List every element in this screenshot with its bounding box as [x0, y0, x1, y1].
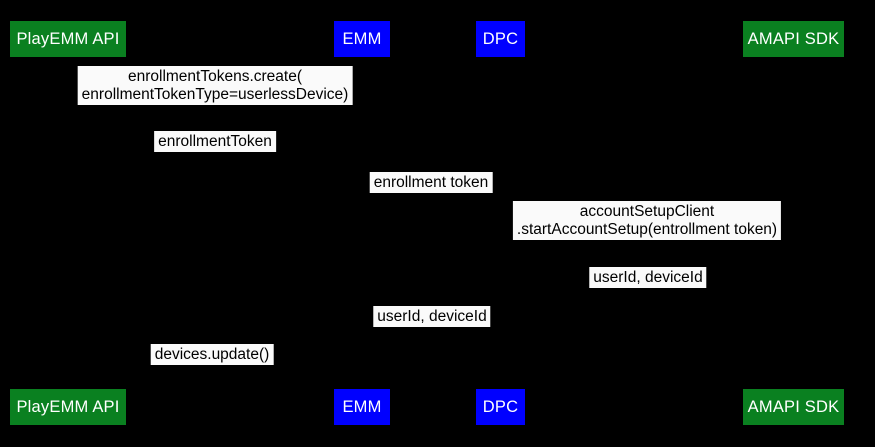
message-line: enrollmentTokens.create(: [127, 67, 303, 85]
actor-box-amapi-sdk-top: AMAPI SDK: [743, 21, 844, 57]
actor-box-playemm-api-top: PlayEMM API: [10, 21, 126, 57]
actor-label-emm-top: EMM: [342, 29, 382, 48]
actor-box-amapi-sdk-bottom: AMAPI SDK: [743, 389, 844, 425]
actor-label-playemm-api-bottom: PlayEMM API: [16, 397, 120, 416]
message-line: enrollmentToken: [158, 132, 272, 150]
actor-label-dpc-top: DPC: [482, 29, 519, 48]
actor-box-dpc-bottom: DPC: [476, 389, 525, 425]
actor-label-dpc-bottom: DPC: [482, 397, 519, 416]
actor-box-emm-top: EMM: [334, 21, 390, 57]
message-label-start-account-setup: accountSetupClient.startAccountSetup(ent…: [512, 201, 782, 240]
message-line: devices.update(): [154, 345, 270, 363]
message-label-enrollment-token-return: enrollmentToken: [154, 131, 276, 152]
actor-label-amapi-sdk-bottom: AMAPI SDK: [747, 397, 840, 416]
actor-box-playemm-api-bottom: PlayEMM API: [10, 389, 126, 425]
message-line: enrollmentTokenType=userlessDevice): [81, 85, 349, 103]
actor-label-emm-bottom: EMM: [342, 397, 382, 416]
message-label-devices-update: devices.update(): [150, 344, 274, 365]
actor-box-dpc-top: DPC: [476, 21, 525, 57]
actor-label-playemm-api-top: PlayEMM API: [16, 29, 120, 48]
message-line: .startAccountSetup(entrollment token): [516, 220, 778, 238]
message-line: enrollment token: [373, 173, 489, 191]
message-line: accountSetupClient: [579, 202, 715, 220]
message-label-userid-deviceid-emm: userId, deviceId: [373, 306, 491, 327]
message-label-enrollment-tokens-create: enrollmentTokens.create(enrollmentTokenT…: [77, 66, 353, 105]
actor-box-emm-bottom: EMM: [334, 389, 390, 425]
message-label-enrollment-token-pass: enrollment token: [369, 172, 493, 193]
message-line: userId, deviceId: [377, 307, 487, 325]
message-label-userid-deviceid-sdk: userId, deviceId: [589, 267, 707, 288]
message-line: userId, deviceId: [593, 268, 703, 286]
actor-label-amapi-sdk-top: AMAPI SDK: [747, 29, 840, 48]
